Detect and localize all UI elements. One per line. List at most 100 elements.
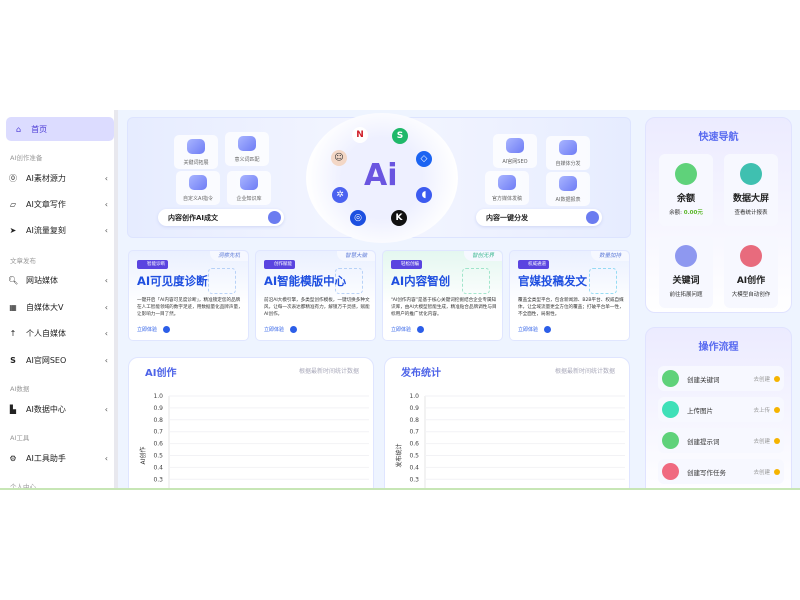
banner-tile[interactable]: AI数据报表 <box>546 172 590 206</box>
hero-banner: 关键词拓展 意义词匹配 自定义AI指令 企业知识库 内容创作AI成文 Ai N … <box>127 113 631 243</box>
sidebar-item-label: 个人自媒体 <box>26 328 66 338</box>
flow-action[interactable]: 去创建 <box>753 469 770 476</box>
report-icon <box>559 176 577 191</box>
distribute-button[interactable]: 内容一键分发 <box>476 209 602 226</box>
banner-tile[interactable]: 企业知识库 <box>227 171 271 205</box>
y-tick-label: 0.7 <box>153 429 163 436</box>
quicknav-sub: 前往拓展问题 <box>669 292 703 298</box>
flow-action[interactable]: 去创建 <box>753 376 770 383</box>
try-link[interactable]: 立即体验 <box>264 326 298 333</box>
try-link[interactable]: 立即体验 <box>391 326 425 333</box>
sidebar-item-writing[interactable]: ▱AI文章写作‹ <box>8 196 112 212</box>
y-tick-label: 0.4 <box>409 464 419 471</box>
card-title: 官媒投稿发文 <box>518 274 587 288</box>
card-title: AI内容智创 <box>391 274 451 288</box>
arrow-right-icon <box>774 375 780 382</box>
flow-label: 创建写作任务 <box>687 468 726 477</box>
lightning-icon <box>208 268 236 294</box>
feature-card[interactable]: 数量加持权威通道官媒投稿发文覆盖全类型平台，包含新闻源、B2B平台、权威自媒体，… <box>509 250 630 341</box>
chevron-left-icon: ‹ <box>104 199 108 209</box>
card-desc: 一键开启「AI内容可见度诊断」，精准锁定您的品牌在人工智能领域的数字足迹，用数据… <box>137 298 243 317</box>
banner-tile[interactable]: 关键词拓展 <box>174 135 218 169</box>
card-tag: 智能诊断 <box>137 260 168 269</box>
sidebar-item-tools[interactable]: ⚙AI工具助手‹ <box>8 450 112 466</box>
arrow-right-icon <box>163 326 171 333</box>
knowledge-base-icon <box>240 175 258 190</box>
card-ribbon: 智创无界 <box>464 251 502 261</box>
chat-icon <box>268 211 281 224</box>
card-tag: 权威通道 <box>518 260 549 269</box>
group-label: AI数据 <box>10 385 30 393</box>
sidebar-item-web-media[interactable]: 🔍︎ 网站媒体 ‹ <box>8 272 112 288</box>
panel-title: 快速导航 <box>698 132 739 143</box>
model-icon: S <box>392 128 408 144</box>
card-ribbon: 洞察先机 <box>210 251 248 261</box>
balance-value: 0.00元 <box>683 210 703 216</box>
y-axis-label: AI创作 <box>139 447 147 465</box>
flow-item[interactable]: 创建提示词 去创建 <box>658 428 784 453</box>
card-tag: 轻松创编 <box>391 260 422 269</box>
banner-tile[interactable]: 官方媒体发稿 <box>485 171 529 205</box>
y-tick-label: 0.5 <box>153 453 163 460</box>
gear-icon: ⚙ <box>9 453 17 463</box>
share-icon <box>586 211 599 224</box>
arrow-right-icon <box>774 468 780 475</box>
tile-label: 意义词匹配 <box>234 157 260 163</box>
quicknav-keywords[interactable]: 关键词前往拓展问题 <box>659 236 713 308</box>
chart-title: AI创作 <box>145 368 177 379</box>
content-creation-button[interactable]: 内容创作AI成文 <box>158 209 284 226</box>
clipboard-icon <box>662 370 679 387</box>
sidebar-item-home[interactable]: ⌂首页 <box>6 117 114 141</box>
card-title: AI智能模版中心 <box>264 274 347 288</box>
banner-tile[interactable]: 意义词匹配 <box>225 132 269 166</box>
arrow-up-icon: ↑ <box>9 328 17 338</box>
bottom-border <box>0 488 800 490</box>
flow-action[interactable]: 去创建 <box>753 438 770 445</box>
y-tick-label: 0.6 <box>409 441 419 448</box>
sidebar-item-kol[interactable]: ▦自媒体大V‹ <box>8 299 112 315</box>
chevron-left-icon: ‹ <box>104 328 108 338</box>
bar-chart-icon: ▙ <box>9 404 17 414</box>
question-circle-icon: ⓪ <box>9 173 17 183</box>
try-link[interactable]: 立即体验 <box>518 326 552 333</box>
home-icon: ⌂ <box>16 124 22 134</box>
balance-text: 余额: 0.00元 <box>659 208 713 216</box>
sidebar-item-personal-media[interactable]: ↑ 个人自媒体 ‹ <box>8 325 112 341</box>
sidebar-item-label: 网站媒体 <box>26 275 58 285</box>
banner-tile[interactable]: 自媒体分发 <box>546 136 590 170</box>
flow-action[interactable]: 去上传 <box>753 407 770 414</box>
flow-label: 创建关键词 <box>687 375 720 384</box>
flow-item[interactable]: 创建写作任务 去创建 <box>658 459 784 484</box>
document-icon <box>662 463 679 480</box>
chevron-left-icon: ‹ <box>104 355 108 365</box>
search-icon: 🔍︎ <box>8 275 19 285</box>
card-desc: 前沿AI大模引擎，多类型创作模板，一键切换多种文风，让每一次表达都精准有力，解锁… <box>264 298 370 317</box>
quicknav-ai-creation[interactable]: AI创作大模型自动创作 <box>724 236 778 308</box>
arrow-right-icon <box>544 326 552 333</box>
quicknav-balance[interactable]: 余额余额: 0.00元 <box>659 154 713 226</box>
quicknav-sub: 查看统计报表 <box>734 210 768 216</box>
flow-label: 创建提示词 <box>687 437 720 446</box>
chevron-left-icon: ‹ <box>104 275 108 285</box>
sidebar-item-traffic[interactable]: ➤AI流量复刻‹ <box>8 222 112 238</box>
group-label: 个人中心 <box>10 483 36 490</box>
sidebar-item-data-center[interactable]: ▙AI数据中心‹ <box>8 401 112 417</box>
try-link[interactable]: 立即体验 <box>137 326 171 333</box>
pill-label: 内容一键分发 <box>486 213 528 222</box>
flow-item[interactable]: 上传图片去上传 <box>658 397 784 422</box>
banner-tile[interactable]: AI官网SEO <box>493 134 537 168</box>
arrow-right-icon <box>417 326 425 333</box>
quicknav-dashboard[interactable]: 数据大屏查看统计报表 <box>724 154 778 226</box>
sidebar-item-label: AI数据中心 <box>26 404 66 414</box>
keyword-icon <box>187 139 205 154</box>
banner-tile[interactable]: 自定义AI指令 <box>176 171 220 205</box>
flow-item[interactable]: 创建关键词 去创建 <box>658 366 784 391</box>
clipboard-icon <box>662 432 679 449</box>
y-tick-label: 0.8 <box>153 417 163 424</box>
